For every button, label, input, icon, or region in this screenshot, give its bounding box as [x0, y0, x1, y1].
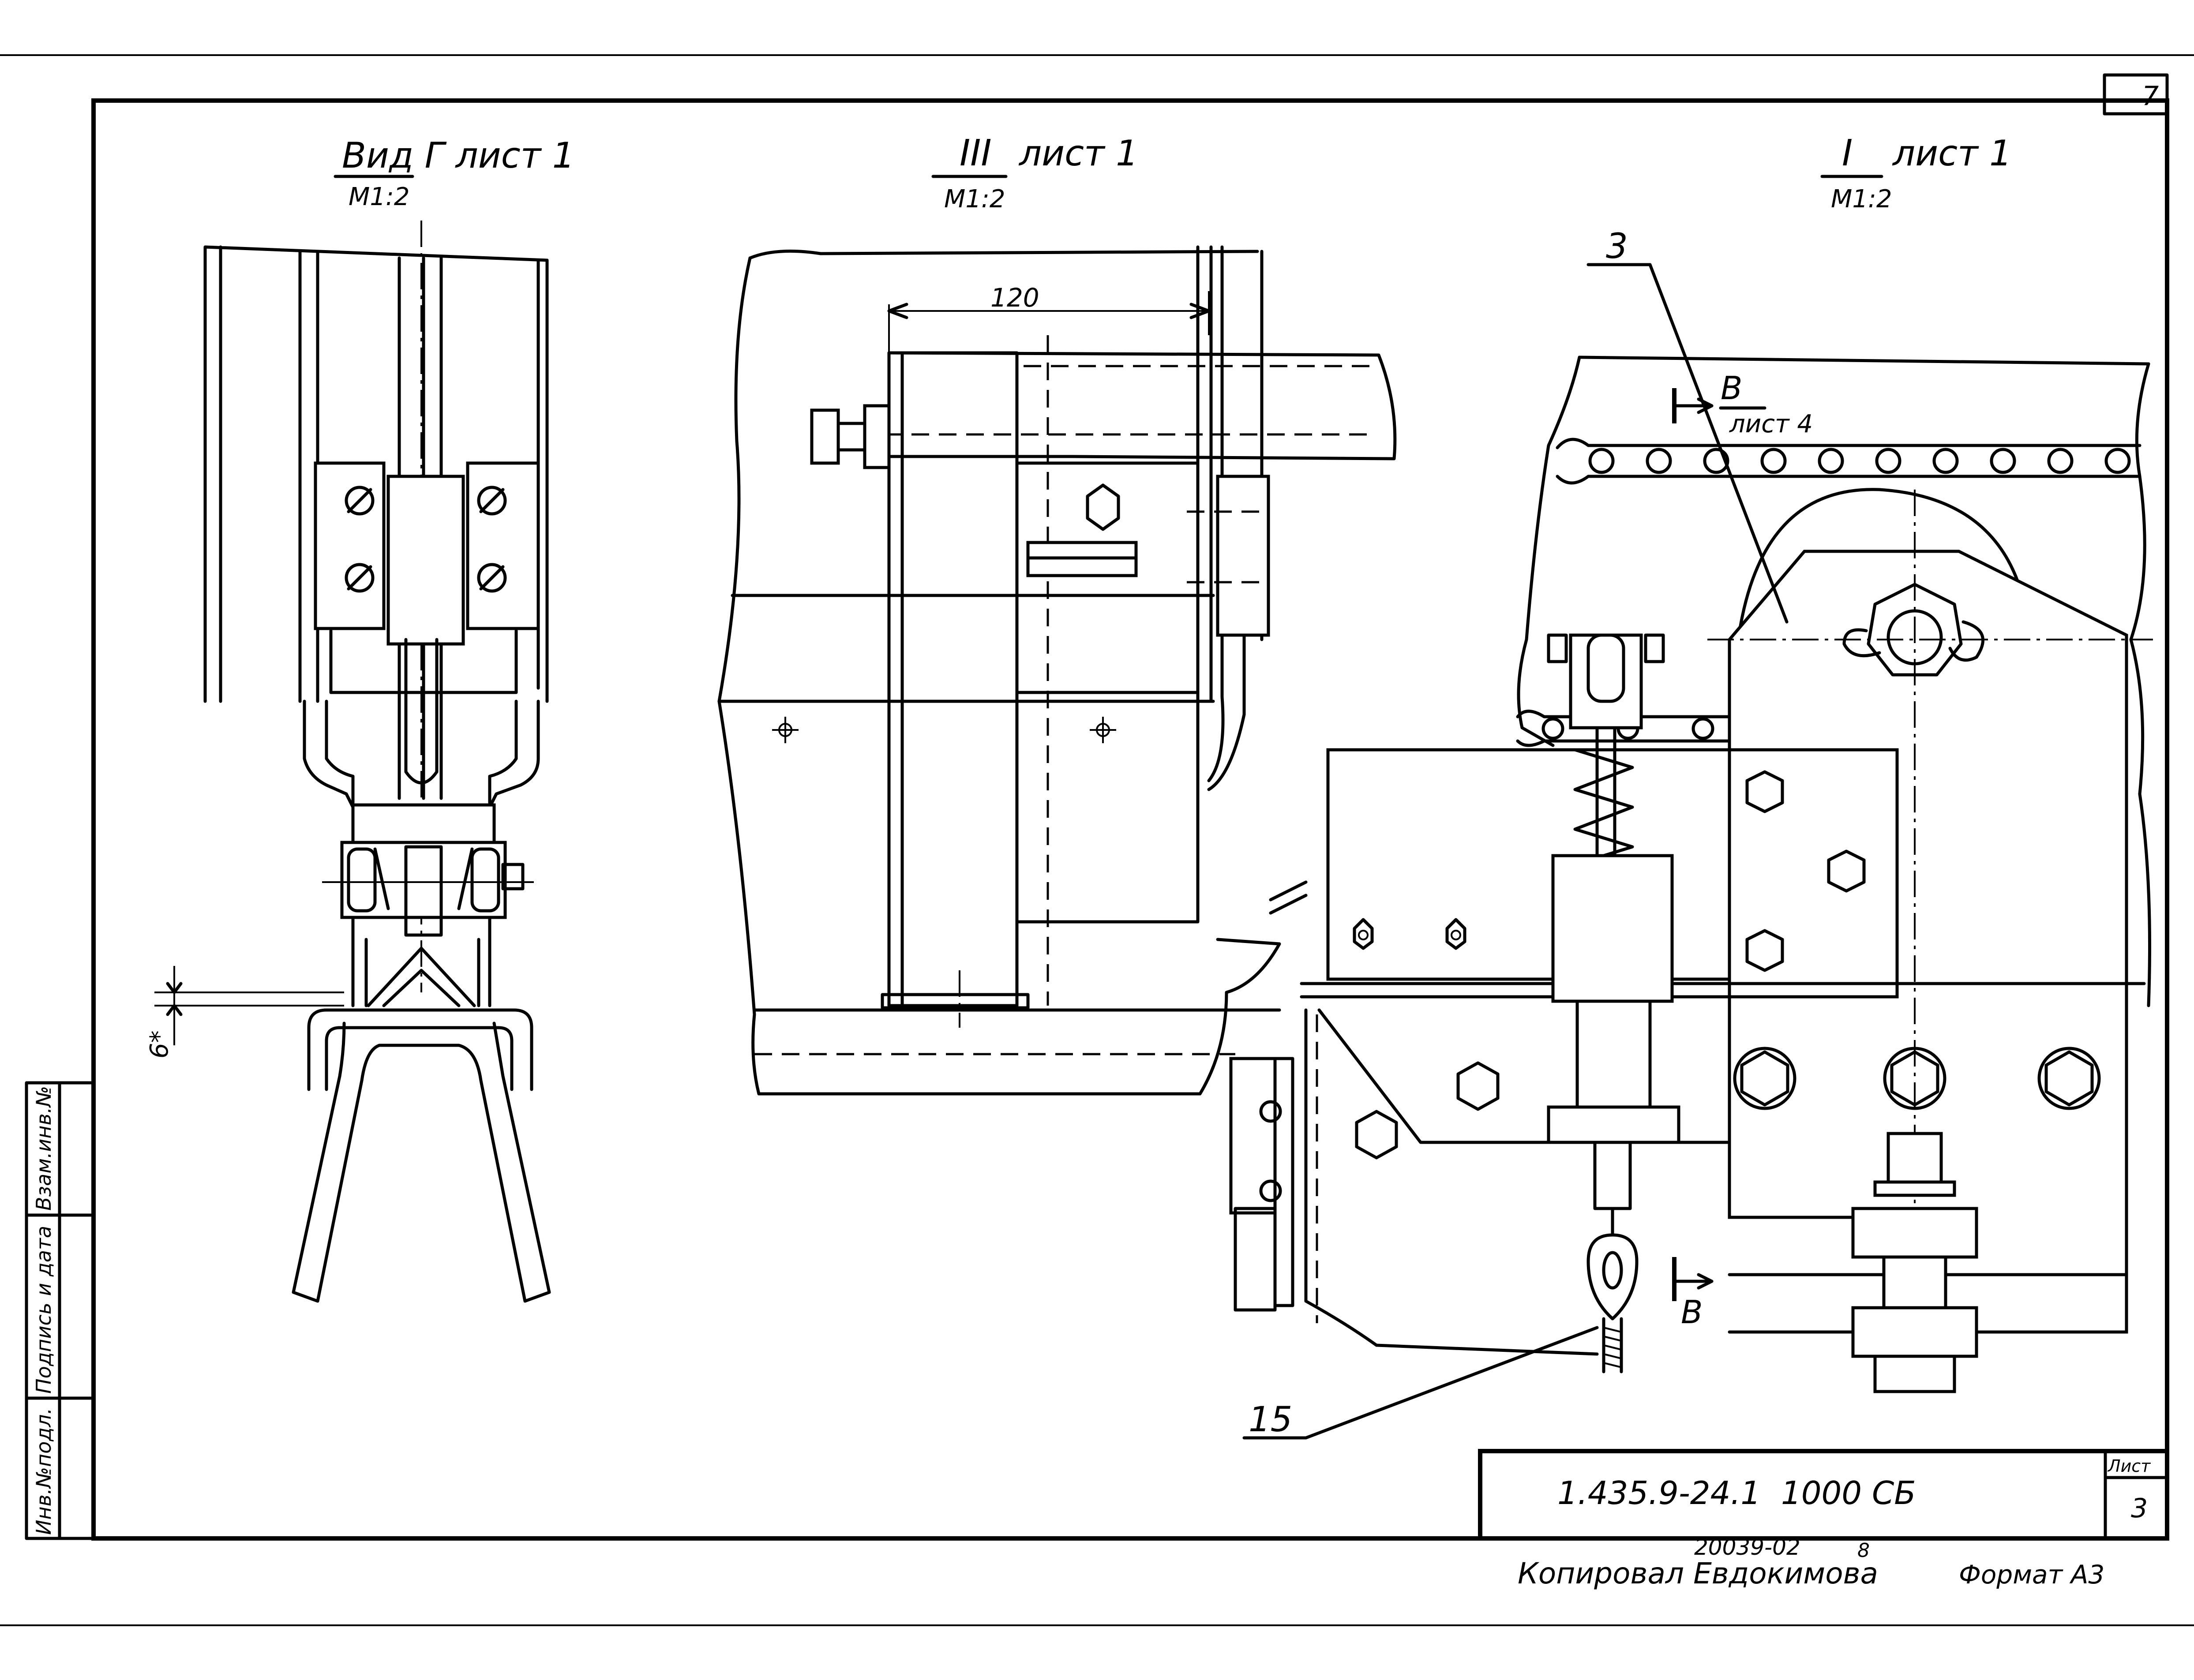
section-mark-b-top-sheet: лист 4	[1729, 410, 1813, 438]
large-nuts	[1733, 1047, 2101, 1110]
sheet-number: 7	[2142, 81, 2159, 112]
callout-part-15: 15	[1249, 1400, 1292, 1440]
view-i-title: I лист 1 М1:2	[1820, 132, 2012, 213]
dimension-gap-6: 6*	[145, 1030, 174, 1059]
castle-nut	[1842, 583, 1984, 677]
view-i-mark: I	[1842, 132, 1853, 174]
view-iii-scale: М1:2	[944, 185, 1005, 213]
view-i-drawing	[1229, 263, 2153, 1440]
view-g-drawing	[154, 221, 551, 1303]
view-iii-center-marks	[772, 717, 1116, 743]
view-iii-drawing	[717, 245, 1397, 1096]
paper-format: Формат А3	[1959, 1560, 2104, 1590]
view-i-sheet: лист 1	[1892, 133, 2012, 174]
sheet-label: Лист	[2107, 1456, 2151, 1476]
sheet-value: 3	[2131, 1493, 2148, 1524]
stamp-signature-date: Подпись и дата	[32, 1226, 56, 1394]
drawing-designation: 1.435.9-24.1 1000 СБ	[1557, 1474, 1916, 1512]
section-mark-b-top: В	[1721, 370, 1742, 407]
stamp-replacement-inv: Взам.инв.№	[32, 1086, 56, 1211]
dimension-120: 120	[990, 283, 1039, 313]
view-iii-sheet: лист 1	[1018, 133, 1138, 174]
sheet-frame	[0, 54, 2194, 1626]
view-iii-title: III лист 1 М1:2	[931, 132, 1138, 213]
copied-by: Копировал Евдокимова	[1518, 1557, 1878, 1590]
order-number: 20039-02	[1694, 1534, 1800, 1560]
stamp-inv-number: Инв.№подл.	[32, 1408, 56, 1535]
view-i-scale: М1:2	[1831, 185, 1892, 213]
view-iii-mark: III	[960, 132, 992, 174]
view-g-title: Вид Г лист 1 М1:2	[334, 135, 575, 211]
section-mark-b-bottom: В	[1681, 1294, 1703, 1331]
order-suffix: 8	[1857, 1539, 1870, 1562]
view-g-title-text: Вид Г лист 1	[342, 135, 575, 176]
spring-assembly	[1547, 633, 1680, 1373]
side-stamp: Инв.№подл. Подпись и дата Взам.инв.№	[25, 1081, 95, 1540]
title-block	[1478, 1449, 2169, 1541]
view-g-scale: М1:2	[349, 183, 409, 211]
chain-links	[1516, 438, 2141, 747]
view-g-screw-holes	[345, 486, 507, 593]
callout-part-3: 3	[1606, 227, 1628, 266]
